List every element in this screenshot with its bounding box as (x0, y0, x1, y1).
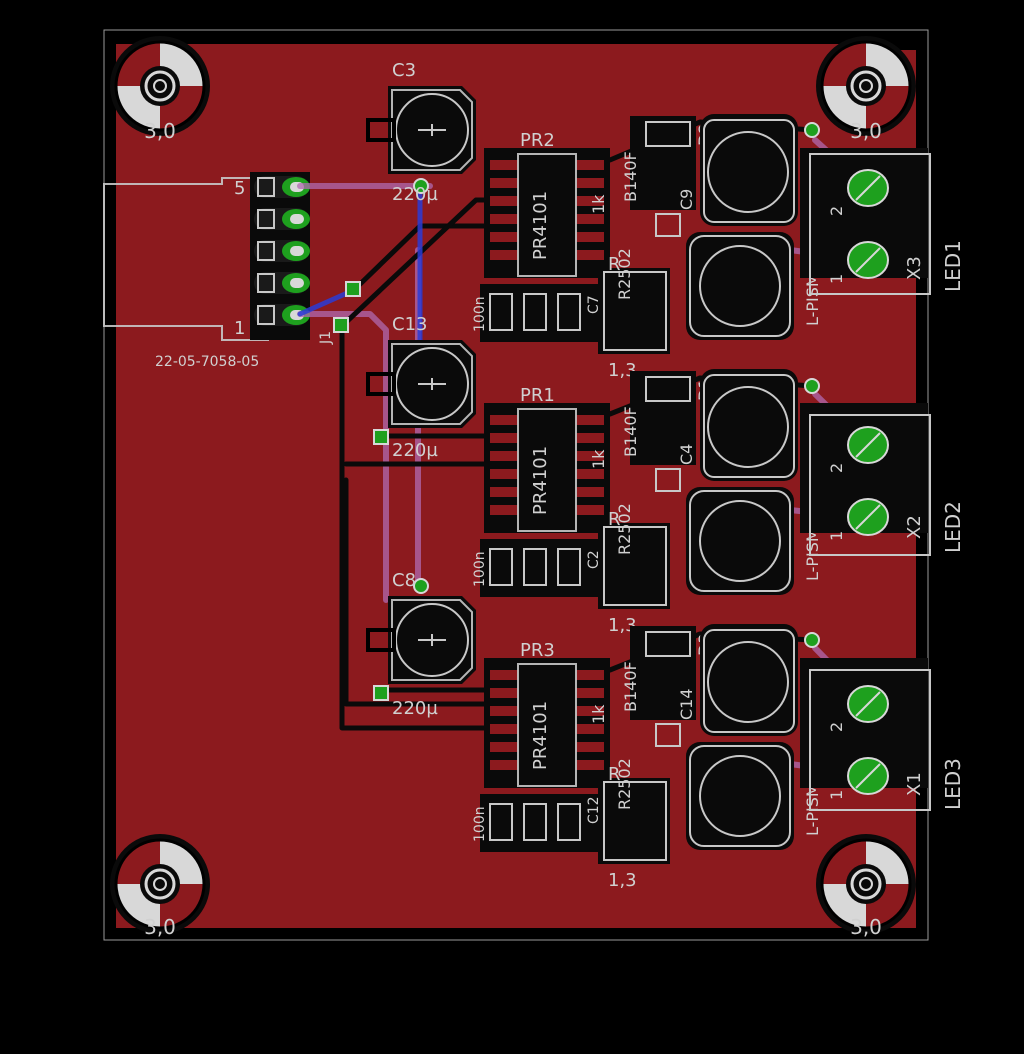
connector-part-number: 22-05-7058-05 (155, 354, 259, 370)
connector-pin-last-label: 5 (234, 178, 245, 199)
output-label: X3 (904, 256, 925, 280)
mounting-hole-label: 3,0 (144, 119, 176, 143)
driver-ref: PR1 (520, 385, 555, 406)
terminal-pin-2: 2 (827, 463, 846, 473)
driver-channel-2: PR1 PR4101 1k 100n C2 R R2502 1,3 B140F … (472, 369, 965, 636)
led-label: LED2 (941, 501, 965, 553)
connector-ref-label: J1 (318, 331, 334, 345)
driver-channel-1: PR2 PR4101 1k 100n C7 R R2502 1,3 B140F … (472, 114, 965, 381)
mounting-hole-label: 3,0 (850, 915, 882, 939)
connector-pin-first-label: 1 (234, 318, 245, 339)
capacitor-ref: C3 (392, 60, 416, 81)
mounting-hole-top-left: 3,0 (110, 36, 210, 143)
resistor-ref: R (608, 509, 621, 530)
capacitor-value: 220µ (392, 440, 438, 461)
ic-pads (490, 160, 604, 260)
smd-label: R2502 (615, 248, 634, 300)
shunt-value: 1,3 (608, 870, 637, 891)
cap-ref: C14 (677, 688, 696, 720)
cap-ref: C9 (677, 189, 696, 210)
driver-ref: PR2 (520, 130, 555, 151)
cap-ref: C4 (677, 444, 696, 465)
mounting-hole-top-right: 3,0 (816, 36, 916, 143)
small-cap-value: 100n (472, 806, 488, 842)
ic-pads (490, 415, 604, 515)
resistor-value: 1k (589, 704, 608, 724)
mounting-hole-bottom-left: 3,0 (110, 834, 210, 939)
small-cap-value: 100n (472, 296, 488, 332)
terminal-pin-1: 1 (827, 790, 846, 800)
terminal-pin-1: 1 (827, 274, 846, 284)
capacitor-c3: C3 220µ (366, 60, 476, 205)
terminal-pin-2: 2 (827, 722, 846, 732)
output-label: X1 (904, 772, 925, 796)
capacitor-ref: C8 (392, 570, 416, 591)
led-label: LED1 (941, 240, 965, 292)
driver-part: PR4101 (530, 446, 551, 515)
capacitor-c8: C8 220µ (366, 570, 476, 719)
led-label: LED3 (941, 758, 965, 810)
smd-label: R2502 (615, 503, 634, 555)
diode-part: B140F (621, 151, 640, 202)
diode-part: B140F (621, 406, 640, 457)
terminal-pin-2: 2 (827, 206, 846, 216)
diode-part: B140F (621, 661, 640, 712)
shunt-value: 1,3 (608, 615, 637, 636)
mounting-hole-bottom-right: 3,0 (816, 834, 916, 939)
mounting-hole-label: 3,0 (850, 119, 882, 143)
small-cap-value: 100n (472, 551, 488, 587)
capacitor-value: 220µ (392, 184, 438, 205)
driver-ref: PR3 (520, 640, 555, 661)
driver-part: PR4101 (530, 191, 551, 260)
ic-pads (490, 670, 604, 770)
resistor-ref: R (608, 764, 621, 785)
terminal-pin-1: 1 (827, 531, 846, 541)
resistor-value: 1k (589, 449, 608, 469)
resistor-ref: R (608, 254, 621, 275)
capacitor-c13: C13 220µ (366, 314, 476, 461)
driver-channel-3: PR3 PR4101 1k 100n C12 R R2502 1,3 B140F… (472, 624, 965, 891)
output-label: X2 (904, 515, 925, 539)
mounting-hole-label: 3,0 (144, 915, 176, 939)
capacitor-ref: C13 (392, 314, 427, 335)
resistor-value: 1k (589, 194, 608, 214)
smd-label: R2502 (615, 758, 634, 810)
shunt-value: 1,3 (608, 360, 637, 381)
driver-part: PR4101 (530, 701, 551, 770)
capacitor-value: 220µ (392, 698, 438, 719)
